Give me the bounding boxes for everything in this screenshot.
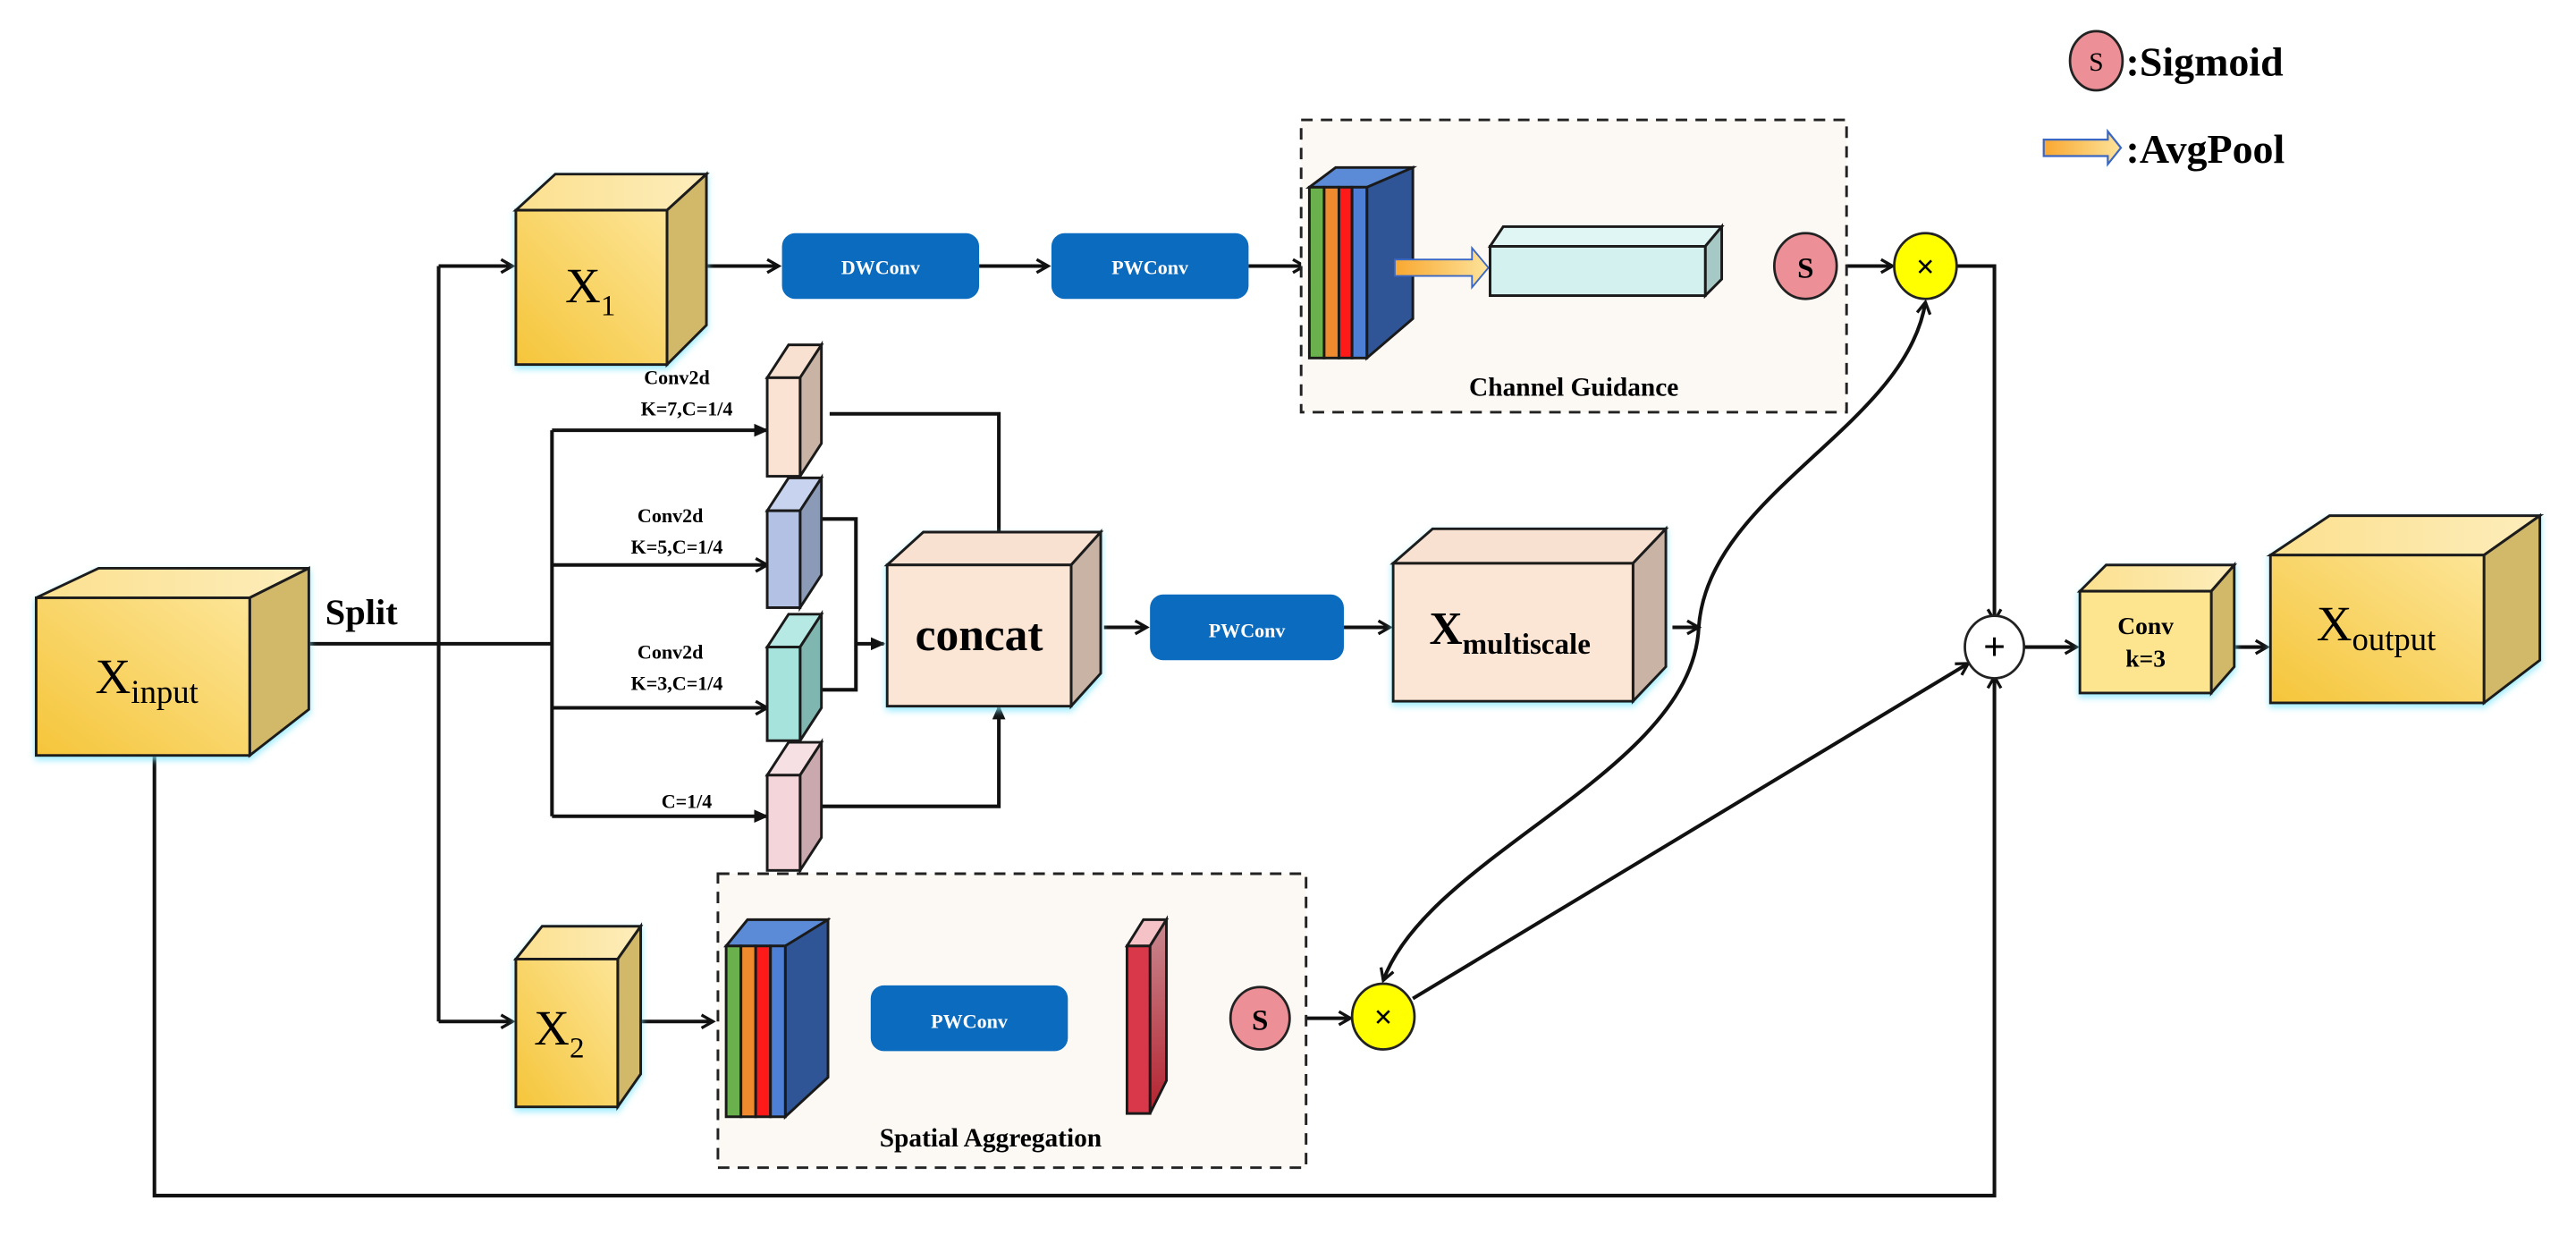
branch-k3-line1: Conv2d bbox=[638, 640, 703, 663]
sigmoid-bottom: S bbox=[1229, 985, 1291, 1051]
branch-slab-k3 bbox=[764, 609, 824, 746]
branch-slab-k5 bbox=[764, 473, 824, 613]
concat-block bbox=[883, 529, 1104, 710]
sigmoid-top: S bbox=[1772, 232, 1838, 300]
sigmoid-symbol: S bbox=[2089, 48, 2103, 77]
branch-slab-identity bbox=[764, 738, 824, 875]
concat-label: concat bbox=[916, 610, 1043, 661]
multiply-top-symbol: × bbox=[1916, 248, 1935, 284]
x-input-label: Xinput bbox=[96, 649, 198, 710]
multiply-bottom-to-add bbox=[1412, 662, 1972, 1001]
legend-avgpool-label: :AvgPool bbox=[2126, 126, 2285, 172]
pwconv-mid-button[interactable]: PWConv bbox=[1150, 594, 1344, 661]
multiscale-to-multiply-bottom bbox=[1379, 627, 1701, 984]
branch-identity-label: C=1/4 bbox=[662, 791, 713, 813]
conv-k3-line1: Conv bbox=[2117, 612, 2174, 639]
multiply-top-to-add bbox=[1955, 264, 2003, 624]
pwconv-top-label: PWConv bbox=[1111, 257, 1189, 279]
legend-sigmoid: S :Sigmoid bbox=[2068, 30, 2285, 92]
pwconv-bottom-label: PWConv bbox=[931, 1011, 1009, 1033]
pwconv-mid-label: PWConv bbox=[1209, 620, 1287, 642]
spatial-aggregation-label: Spatial Aggregation bbox=[880, 1124, 1102, 1153]
avgpool-arrow-icon bbox=[2042, 128, 2123, 167]
pwconv-top-button[interactable]: PWConv bbox=[1051, 233, 1249, 300]
channel-guidance-label: Channel Guidance bbox=[1469, 374, 1678, 402]
spatial-map bbox=[1124, 915, 1170, 1115]
x-output-block bbox=[2266, 512, 2545, 706]
conv-k3-block bbox=[2076, 561, 2238, 697]
multiply-bottom-symbol: × bbox=[1374, 999, 1393, 1036]
branch-slab-k7 bbox=[764, 340, 824, 481]
sigmoid-top-symbol: S bbox=[1797, 252, 1813, 284]
feature-stack-bottom bbox=[723, 917, 832, 1121]
x1-label: X1 bbox=[565, 258, 615, 323]
pooled-vector bbox=[1487, 223, 1725, 300]
branch-k5-line2: K=5,C=1/4 bbox=[631, 536, 723, 558]
legend-avgpool: :AvgPool bbox=[2042, 126, 2285, 172]
x-input-block bbox=[34, 566, 310, 758]
multiply-icon bbox=[1893, 232, 1958, 300]
x-multiscale-block bbox=[1389, 525, 1669, 705]
branch-k5-line1: Conv2d bbox=[638, 504, 703, 527]
x1-block bbox=[512, 171, 710, 368]
multiply-icon bbox=[1350, 982, 1416, 1051]
add-symbol: + bbox=[1983, 625, 2006, 669]
channel-guidance-group: Channel Guidance bbox=[1299, 118, 1848, 414]
x2-label: X2 bbox=[534, 1001, 584, 1065]
sigmoid-icon bbox=[1229, 985, 1291, 1051]
legend: S :Sigmoid :AvgPool bbox=[2042, 30, 2285, 172]
dwconv-button[interactable]: DWConv bbox=[781, 233, 980, 300]
legend-sigmoid-label: :Sigmoid bbox=[2126, 38, 2285, 84]
branch-k3-line2: K=3,C=1/4 bbox=[631, 672, 723, 694]
x-multiscale-label: Xmultiscale bbox=[1430, 604, 1591, 661]
sigmoid-icon bbox=[2068, 30, 2124, 92]
residual-connection bbox=[152, 673, 2003, 1197]
multiscale-to-multiply-top bbox=[1696, 299, 1932, 628]
conv-k3-line2: k=3 bbox=[2125, 645, 2166, 672]
c-to-concat bbox=[819, 704, 1006, 808]
pwconv-bottom-button[interactable]: PWConv bbox=[870, 985, 1068, 1052]
x-output-label: Xoutput bbox=[2317, 596, 2437, 657]
plus-icon bbox=[1964, 614, 2026, 680]
spatial-aggregation-group: PWConv Spatial Aggregation bbox=[716, 872, 1308, 1170]
dwconv-label: DWConv bbox=[841, 257, 921, 279]
x2-block bbox=[512, 922, 644, 1112]
sigmoid-bottom-symbol: S bbox=[1252, 1004, 1268, 1036]
multiply-top: × bbox=[1893, 232, 1958, 300]
avgpool-arrow-icon bbox=[1394, 245, 1490, 290]
multiply-bottom: × bbox=[1350, 982, 1416, 1051]
k5-k3-bracket bbox=[819, 517, 858, 692]
feature-stack-top bbox=[1305, 165, 1417, 361]
add-node: + bbox=[1964, 614, 2026, 680]
sigmoid-icon bbox=[1772, 232, 1838, 300]
branch-k7-line2: K=7,C=1/4 bbox=[641, 398, 733, 420]
branch-k7-line1: Conv2d bbox=[644, 367, 709, 389]
k7-to-concat bbox=[829, 411, 1006, 551]
split-label: Split bbox=[325, 592, 398, 632]
branch-labels: Conv2d K=7,C=1/4 Conv2d K=5,C=1/4 Conv2d… bbox=[631, 367, 733, 813]
